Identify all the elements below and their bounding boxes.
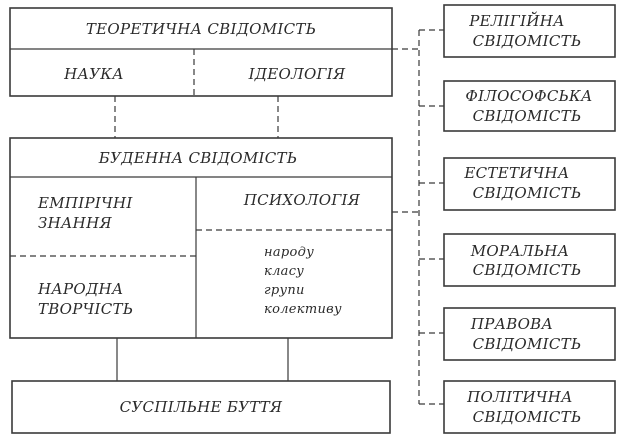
forms-of-consciousness: РЕЛІГІЙНА СВІДОМІСТЬ ФІЛОСОФСЬКА СВІДОМІ… bbox=[392, 4, 616, 434]
psychology-item-collective: колективу bbox=[264, 302, 342, 317]
philosophical-line1: ФІЛОСОФСЬКА bbox=[465, 87, 592, 105]
folk-creativity-line1: НАРОДНА bbox=[37, 280, 124, 298]
moral-line1: МОРАЛЬНА bbox=[470, 242, 570, 260]
moral-line2: СВІДОМІСТЬ bbox=[473, 261, 582, 279]
psychology-label: ПСИХОЛОГІЯ bbox=[243, 191, 361, 209]
legal-line1: ПРАВОВА bbox=[470, 315, 553, 333]
moral-consciousness-box bbox=[443, 233, 616, 287]
everyday-title: БУДЕННА СВІДОМІСТЬ bbox=[98, 149, 298, 167]
philosophical-line2: СВІДОМІСТЬ bbox=[473, 107, 582, 125]
everyday-outer-box bbox=[9, 137, 393, 339]
psychology-item-class: класу bbox=[264, 264, 304, 279]
political-consciousness-box bbox=[443, 380, 616, 434]
ideology-label: ІДЕОЛОГІЯ bbox=[248, 65, 346, 83]
social-being-box bbox=[11, 380, 391, 434]
theoretical-consciousness-block: ТЕОРЕТИЧНА СВІДОМІСТЬ НАУКА ІДЕОЛОГІЯ bbox=[9, 7, 393, 97]
theoretical-title: ТЕОРЕТИЧНА СВІДОМІСТЬ bbox=[86, 20, 316, 38]
aesthetic-line2: СВІДОМІСТЬ bbox=[473, 184, 582, 202]
everyday-consciousness-block: БУДЕННА СВІДОМІСТЬ ЕМПІРІЧНІ ЗНАННЯ НАРО… bbox=[9, 137, 393, 339]
religious-line1: РЕЛІГІЙНА bbox=[468, 11, 565, 30]
philosophical-consciousness-box bbox=[443, 80, 616, 132]
religious-line2: СВІДОМІСТЬ bbox=[473, 32, 582, 50]
social-being-label: СУСПІЛЬНЕ БУТТЯ bbox=[120, 398, 283, 416]
social-being-block: СУСПІЛЬНЕ БУТТЯ bbox=[11, 380, 391, 434]
psychology-item-nation: народу bbox=[264, 245, 314, 260]
theoretical-outer-box bbox=[9, 7, 393, 97]
science-label: НАУКА bbox=[63, 65, 124, 83]
religious-consciousness-box bbox=[443, 4, 616, 58]
psychology-item-group: групи bbox=[264, 283, 305, 298]
legal-line2: СВІДОМІСТЬ bbox=[473, 335, 582, 353]
aesthetic-line1: ЕСТЕТИЧНА bbox=[463, 164, 569, 182]
legal-consciousness-box bbox=[443, 307, 616, 361]
folk-creativity-line2: ТВОРЧІСТЬ bbox=[38, 300, 133, 318]
empirical-knowledge-line1: ЕМПІРІЧНІ bbox=[37, 194, 133, 212]
political-line1: ПОЛІТИЧНА bbox=[466, 388, 573, 406]
empirical-knowledge-line2: ЗНАННЯ bbox=[38, 214, 112, 232]
aesthetic-consciousness-box bbox=[443, 157, 616, 211]
political-line2: СВІДОМІСТЬ bbox=[473, 408, 582, 426]
